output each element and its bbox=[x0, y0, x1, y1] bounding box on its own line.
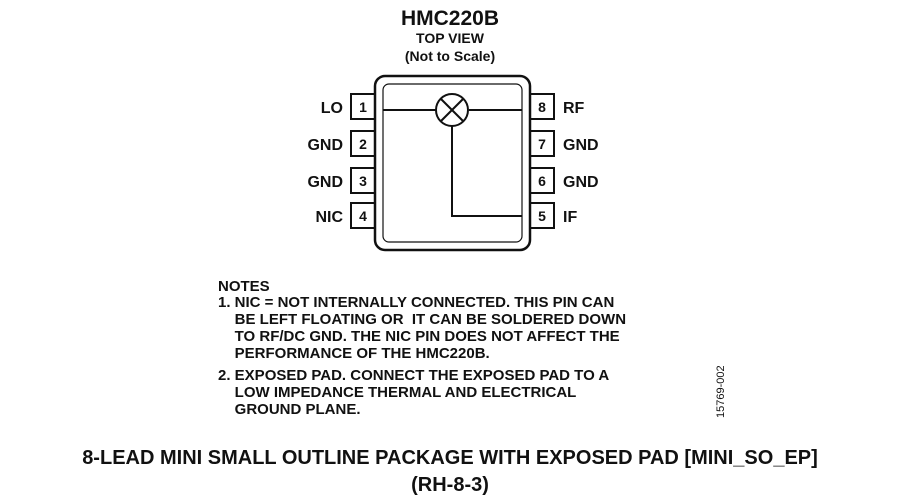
pin-name: RF bbox=[563, 100, 585, 117]
note-line: PERFORMANCE OF THE HMC220B. bbox=[218, 345, 490, 362]
pin-name: GND bbox=[307, 137, 343, 154]
note-line: GROUND PLANE. bbox=[218, 401, 361, 418]
chip-title: HMC220B bbox=[401, 7, 499, 30]
pin-name: IF bbox=[563, 209, 577, 226]
pin-4: 4 NIC bbox=[315, 202, 376, 229]
if-trace bbox=[451, 126, 522, 217]
pin-number: 3 bbox=[359, 173, 367, 189]
pin-name: LO bbox=[321, 100, 343, 117]
pin-number: 4 bbox=[359, 208, 367, 224]
pin-8: 8 RF bbox=[529, 93, 585, 120]
pin-number: 1 bbox=[359, 99, 367, 115]
pin-name: GND bbox=[563, 174, 599, 191]
pin-name: GND bbox=[563, 137, 599, 154]
pin-number: 7 bbox=[538, 136, 546, 152]
view-label: TOP VIEW bbox=[416, 30, 485, 46]
note-line: LOW IMPEDANCE THERMAL AND ELECTRICAL bbox=[218, 384, 576, 401]
scale-note: (Not to Scale) bbox=[405, 48, 495, 64]
pin-6: 6 GND bbox=[529, 167, 599, 194]
package-outline bbox=[373, 74, 532, 252]
pin-name: GND bbox=[307, 174, 343, 191]
pin-5: 5 IF bbox=[529, 202, 577, 229]
pin-name: NIC bbox=[315, 209, 343, 226]
exposed-pad-outline bbox=[382, 83, 523, 243]
note-line: 1. NIC = NOT INTERNALLY CONNECTED. THIS … bbox=[218, 294, 614, 311]
pin-number: 8 bbox=[538, 99, 546, 115]
note-line: 2. EXPOSED PAD. CONNECT THE EXPOSED PAD … bbox=[218, 367, 609, 384]
caption-line-2: (RH-8-3) bbox=[411, 474, 489, 496]
pin-3: 3 GND bbox=[307, 167, 376, 194]
mixer-icon bbox=[435, 93, 469, 127]
pin-1: 1 LO bbox=[321, 93, 376, 120]
pin-7: 7 GND bbox=[529, 130, 599, 157]
note-line: BE LEFT FLOATING OR IT CAN BE SOLDERED D… bbox=[218, 311, 626, 328]
notes-heading: NOTES bbox=[218, 278, 270, 295]
note-line: TO RF/DC GND. THE NIC PIN DOES NOT AFFEC… bbox=[218, 328, 620, 345]
pin-number: 6 bbox=[538, 173, 546, 189]
figure-id: 15769-002 bbox=[715, 365, 727, 418]
pin-number: 2 bbox=[359, 136, 367, 152]
caption-line-1: 8-LEAD MINI SMALL OUTLINE PACKAGE WITH E… bbox=[82, 447, 818, 469]
pin-number: 5 bbox=[538, 208, 546, 224]
notes-list: 1. NIC = NOT INTERNALLY CONNECTED. THIS … bbox=[218, 294, 626, 418]
pin-2: 2 GND bbox=[307, 130, 376, 157]
